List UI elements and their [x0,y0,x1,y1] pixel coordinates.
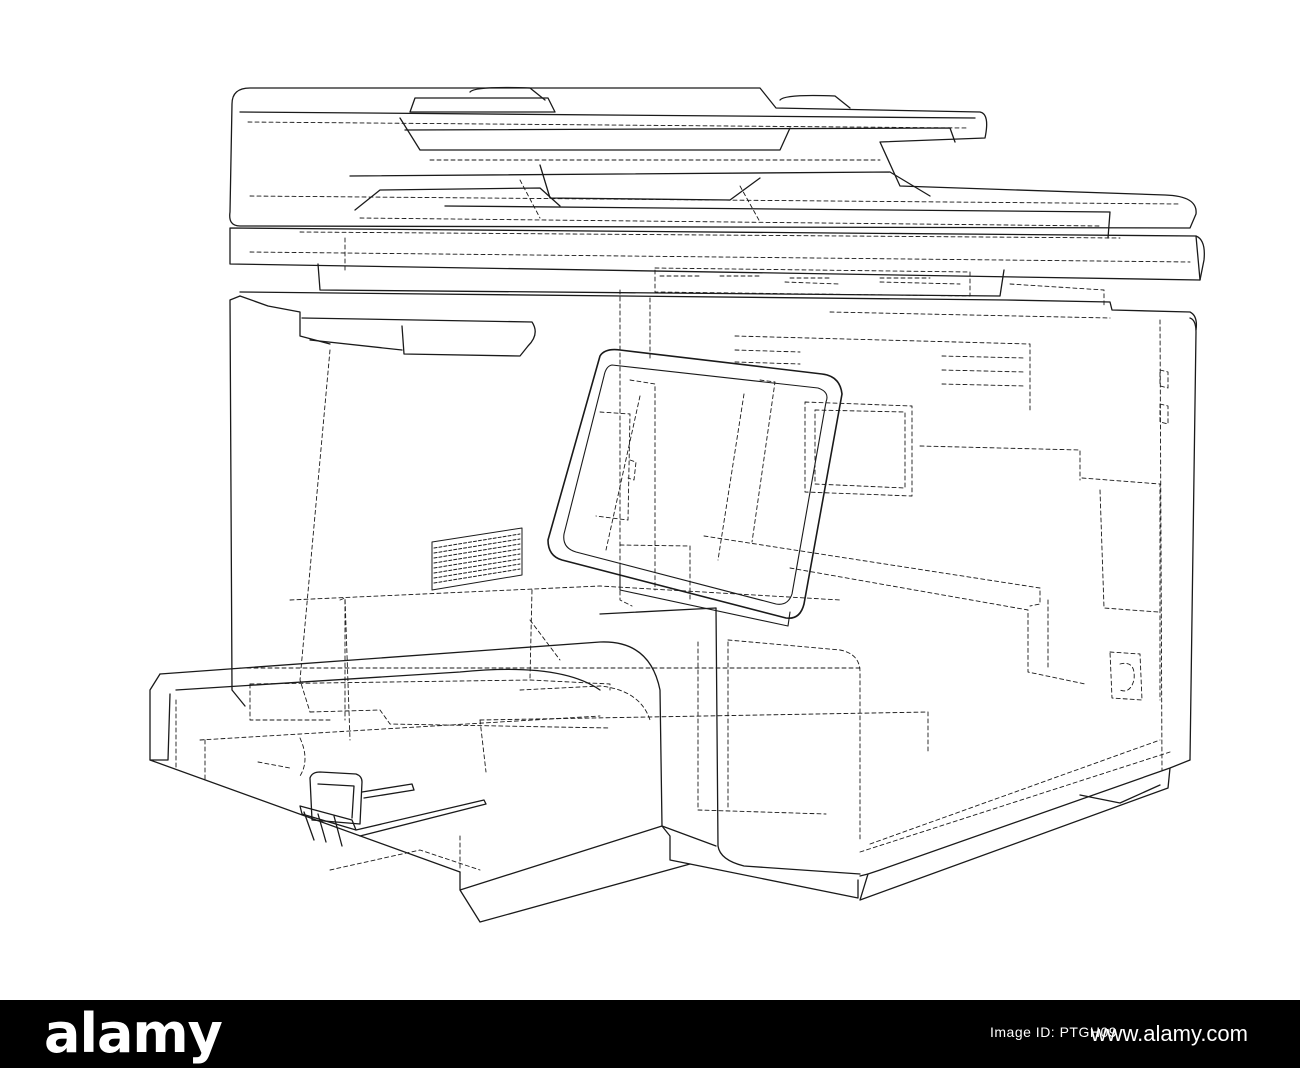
vent-grille [431,527,523,591]
control-panel [547,348,843,627]
scanner-lid [229,86,1197,239]
paper-guide [299,771,487,847]
output-cavity [239,349,929,773]
paper-tray [149,641,859,923]
image-id-label: Image ID: PTGH09 [990,1024,1118,1040]
scanner-lid-hidden-lines [247,121,1181,239]
scanner-base-hidden-lines [249,237,1191,307]
alamy-logo: alamy [44,1002,223,1065]
printer-wireframe-illustration [149,86,1205,923]
control-panel-hidden-lines [595,379,776,591]
printer-body [229,295,1197,901]
front-door-hidden-lines [697,639,1171,853]
printer-body-hidden-lines [619,289,1169,771]
site-url-text: www.alamy.com [1090,1021,1248,1046]
front-door [599,607,861,875]
stock-photo-footer-bar: alamy Image ID: PTGH09 www.alamy.com [0,1000,1300,1068]
scanner-base [229,227,1205,331]
paper-tray-hidden-lines [175,597,651,871]
